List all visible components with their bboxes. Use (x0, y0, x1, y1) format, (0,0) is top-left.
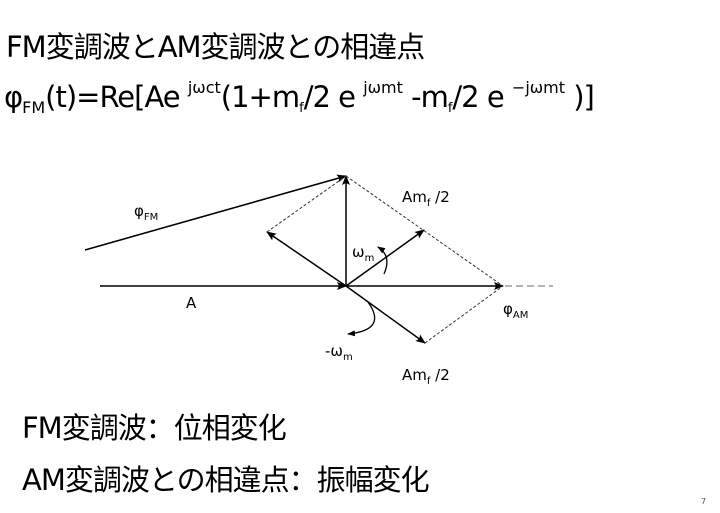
neg-omega-m-label: -ωm (325, 342, 353, 363)
phi-subscript: FM (22, 98, 46, 117)
fm-formula: φFM(t)=Re[Ae jωct(1+mf/2 e jωmt -mf/2 e … (4, 78, 595, 117)
formula-exponent: −jωmt (511, 78, 566, 97)
fm-summary-line: FM変調波：位相変化 (22, 411, 287, 445)
sideband-lower-right (345, 285, 426, 344)
formula-subscript: f (447, 101, 453, 116)
formula-part: /2 e (452, 80, 512, 114)
page-number: 7 (701, 497, 707, 506)
omega-m-label: ωm (352, 243, 375, 264)
phi-symbol: φ (4, 80, 23, 114)
rotation-arrow-ccw (377, 246, 388, 275)
formula-exponent: jωct (187, 78, 221, 97)
formula-exponent: jωmt (363, 78, 403, 97)
formula-part: /2 e (303, 80, 364, 114)
formula-part: -m (402, 80, 449, 114)
sideband-upper-left (266, 231, 347, 287)
amf-top-label: Amf /2 (402, 188, 450, 209)
phi-fm-label: φFM (134, 202, 159, 223)
am-summary-line: AM変調波との相違点：振幅変化 (22, 463, 430, 497)
phi-am-label: φAM (503, 300, 529, 321)
amf-bottom-label: Amf /2 (402, 366, 450, 387)
formula-part: )] (565, 80, 595, 114)
construction-lines (266, 175, 504, 344)
formula-part: (t)=Re[Ae (45, 80, 188, 114)
sideband-upper-right (345, 229, 425, 287)
formula-part: (1+m (220, 80, 300, 114)
slide-title: FM変調波とAM変調波との相違点 (6, 30, 425, 64)
formula-subscript: f (299, 101, 304, 116)
phi-fm-vector (84, 174, 347, 251)
rotation-arrow-cw (347, 301, 376, 337)
a-label: A (186, 294, 197, 312)
